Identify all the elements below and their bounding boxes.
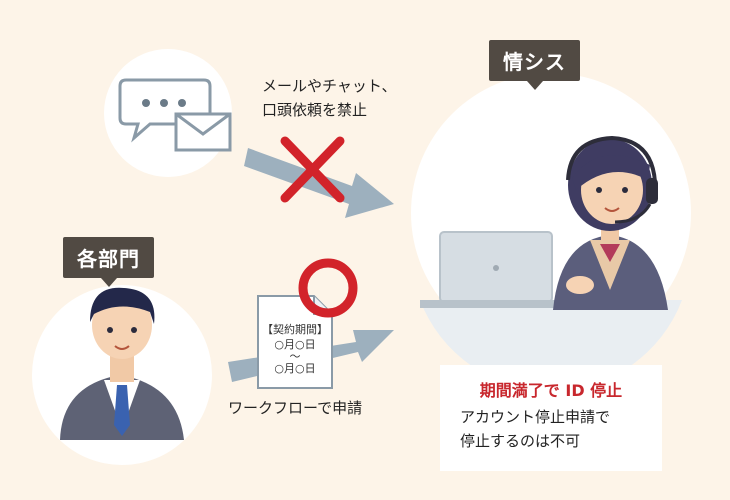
prohibited-arrow	[244, 148, 394, 218]
doc-to: ○月○日	[274, 362, 316, 375]
note-headline: 期間満了で ID 停止	[479, 381, 623, 400]
laptop-icon	[420, 231, 580, 308]
doc-title: 【契約期間】	[262, 323, 328, 336]
mail-envelope-icon	[174, 112, 232, 152]
cross-mark-icon	[280, 136, 345, 203]
info-sys-tag: 情シス	[489, 40, 580, 90]
policy-note: 期間満了で ID 停止 アカウント停止申請で 停止するのは不可	[440, 365, 662, 471]
circle-mark-icon	[298, 258, 358, 318]
note-line-2: 停止するのは不可	[460, 432, 581, 450]
prohibited-line-1: メールやチャット、	[262, 77, 397, 95]
operator-person-icon	[553, 135, 668, 310]
doc-from: ○月○日	[274, 338, 316, 351]
workflow-caption: ワークフローで申請	[228, 399, 363, 417]
note-line-1: アカウント停止申請で	[460, 408, 611, 426]
doc-tilde: 〜	[289, 350, 301, 363]
document-text: 【契約期間】 ○月○日 〜 ○月○日	[258, 322, 332, 376]
note-body: アカウント停止申請で 停止するのは不可	[460, 405, 662, 453]
employee-person-icon	[60, 287, 184, 440]
prohibited-line-2: 口頭依頼を禁止	[262, 101, 368, 119]
departments-tag: 各部門	[63, 237, 154, 287]
prohibited-caption: メールやチャット、 口頭依頼を禁止	[262, 74, 397, 122]
